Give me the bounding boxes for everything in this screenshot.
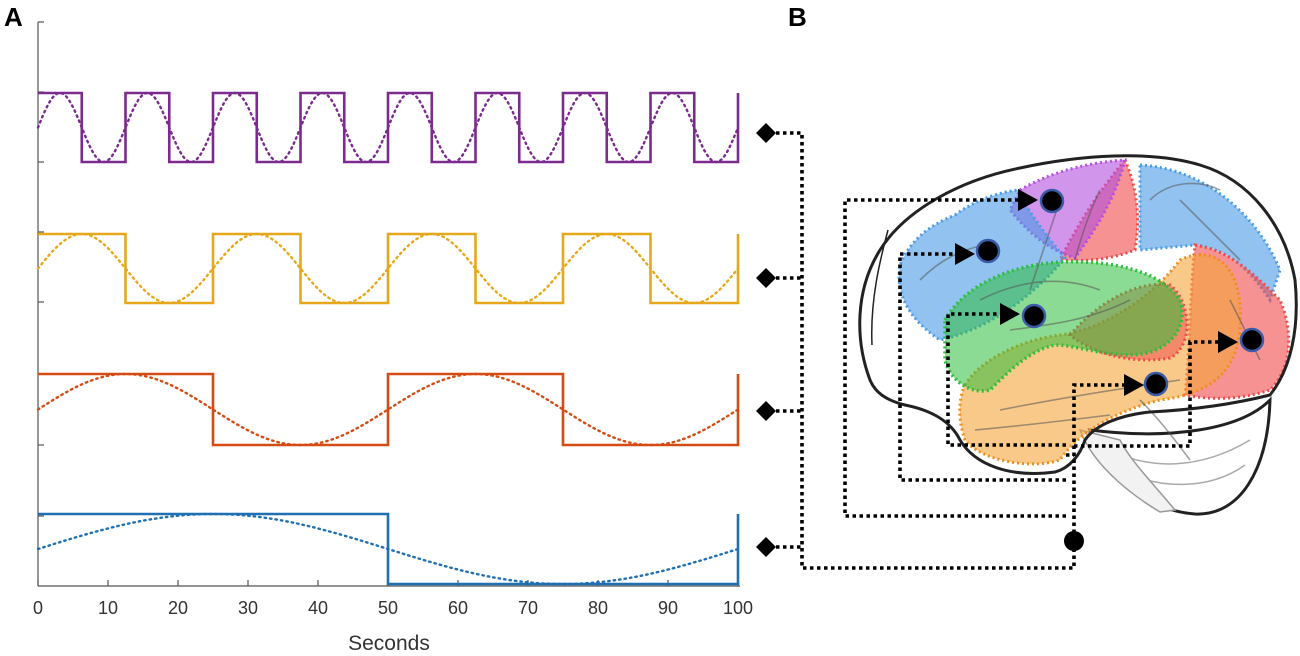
node-occipital xyxy=(1239,327,1265,353)
node-temporal xyxy=(1143,371,1169,397)
square-wave-4 xyxy=(38,512,740,586)
sine-wave-4 xyxy=(36,512,740,586)
connector-bus xyxy=(776,131,1076,570)
waveform-plot: 0 10 20 30 40 50 60 70 80 90 100 Seconds xyxy=(33,21,753,655)
x-tick-label: 50 xyxy=(378,598,398,618)
panel-b: B xyxy=(776,2,1298,570)
series-4 xyxy=(36,512,740,586)
x-tick-label: 30 xyxy=(238,598,258,618)
insula-region xyxy=(943,260,1184,393)
x-tick-label: 10 xyxy=(98,598,118,618)
x-tick-label: 20 xyxy=(168,598,188,618)
diamond-marker-2 xyxy=(756,268,776,288)
x-tick-label: 0 xyxy=(33,598,43,618)
x-tick-label: 80 xyxy=(588,598,608,618)
panel-a: A 0 10 20 30 40 50 60 70 80 90 100 Seconds xyxy=(4,2,776,655)
panel-b-label: B xyxy=(788,2,807,32)
diamond-markers xyxy=(756,123,776,557)
sine-wave-1 xyxy=(36,91,740,164)
square-wave-3 xyxy=(38,372,740,447)
series-3 xyxy=(36,372,740,447)
series-1 xyxy=(36,91,740,164)
node-insula xyxy=(1021,303,1047,329)
square-wave-2 xyxy=(38,232,740,305)
connector-to-occipital xyxy=(1074,340,1230,448)
x-tick-label: 60 xyxy=(448,598,468,618)
panel-a-label: A xyxy=(4,2,23,32)
sine-wave-3 xyxy=(36,372,740,447)
x-tick-label: 90 xyxy=(658,598,678,618)
brain-stem xyxy=(1078,428,1177,513)
series-layer xyxy=(36,91,740,586)
region-nodes xyxy=(975,188,1265,551)
connector-to-insula xyxy=(946,312,1066,447)
x-axis-title: Seconds xyxy=(348,632,430,655)
frontal-pole-line xyxy=(870,229,889,346)
arrowhead-motor xyxy=(1018,189,1038,211)
x-tick-label: 100 xyxy=(723,598,753,618)
x-tick-label: 70 xyxy=(518,598,538,618)
node-source xyxy=(1064,531,1084,551)
node-frontal xyxy=(975,238,1001,264)
connector-paths xyxy=(776,131,1230,570)
diamond-marker-3 xyxy=(756,401,776,421)
square-wave-1 xyxy=(38,91,740,164)
arrowhead-temporal xyxy=(1124,374,1144,396)
arrowheads xyxy=(955,189,1238,396)
arrowhead-occipital xyxy=(1218,331,1238,353)
brain-outline xyxy=(858,154,1298,475)
connector-to-temporal xyxy=(1072,383,1142,540)
arrowhead-insula xyxy=(1000,303,1020,325)
node-motor xyxy=(1039,188,1065,214)
connector-to-motor xyxy=(843,198,1066,518)
series-2 xyxy=(36,232,740,305)
arrowhead-frontal xyxy=(955,243,975,265)
diamond-marker-4 xyxy=(756,537,776,557)
brain-illustration xyxy=(858,154,1298,516)
diamond-marker-1 xyxy=(756,123,776,143)
x-tick-label: 40 xyxy=(308,598,328,618)
